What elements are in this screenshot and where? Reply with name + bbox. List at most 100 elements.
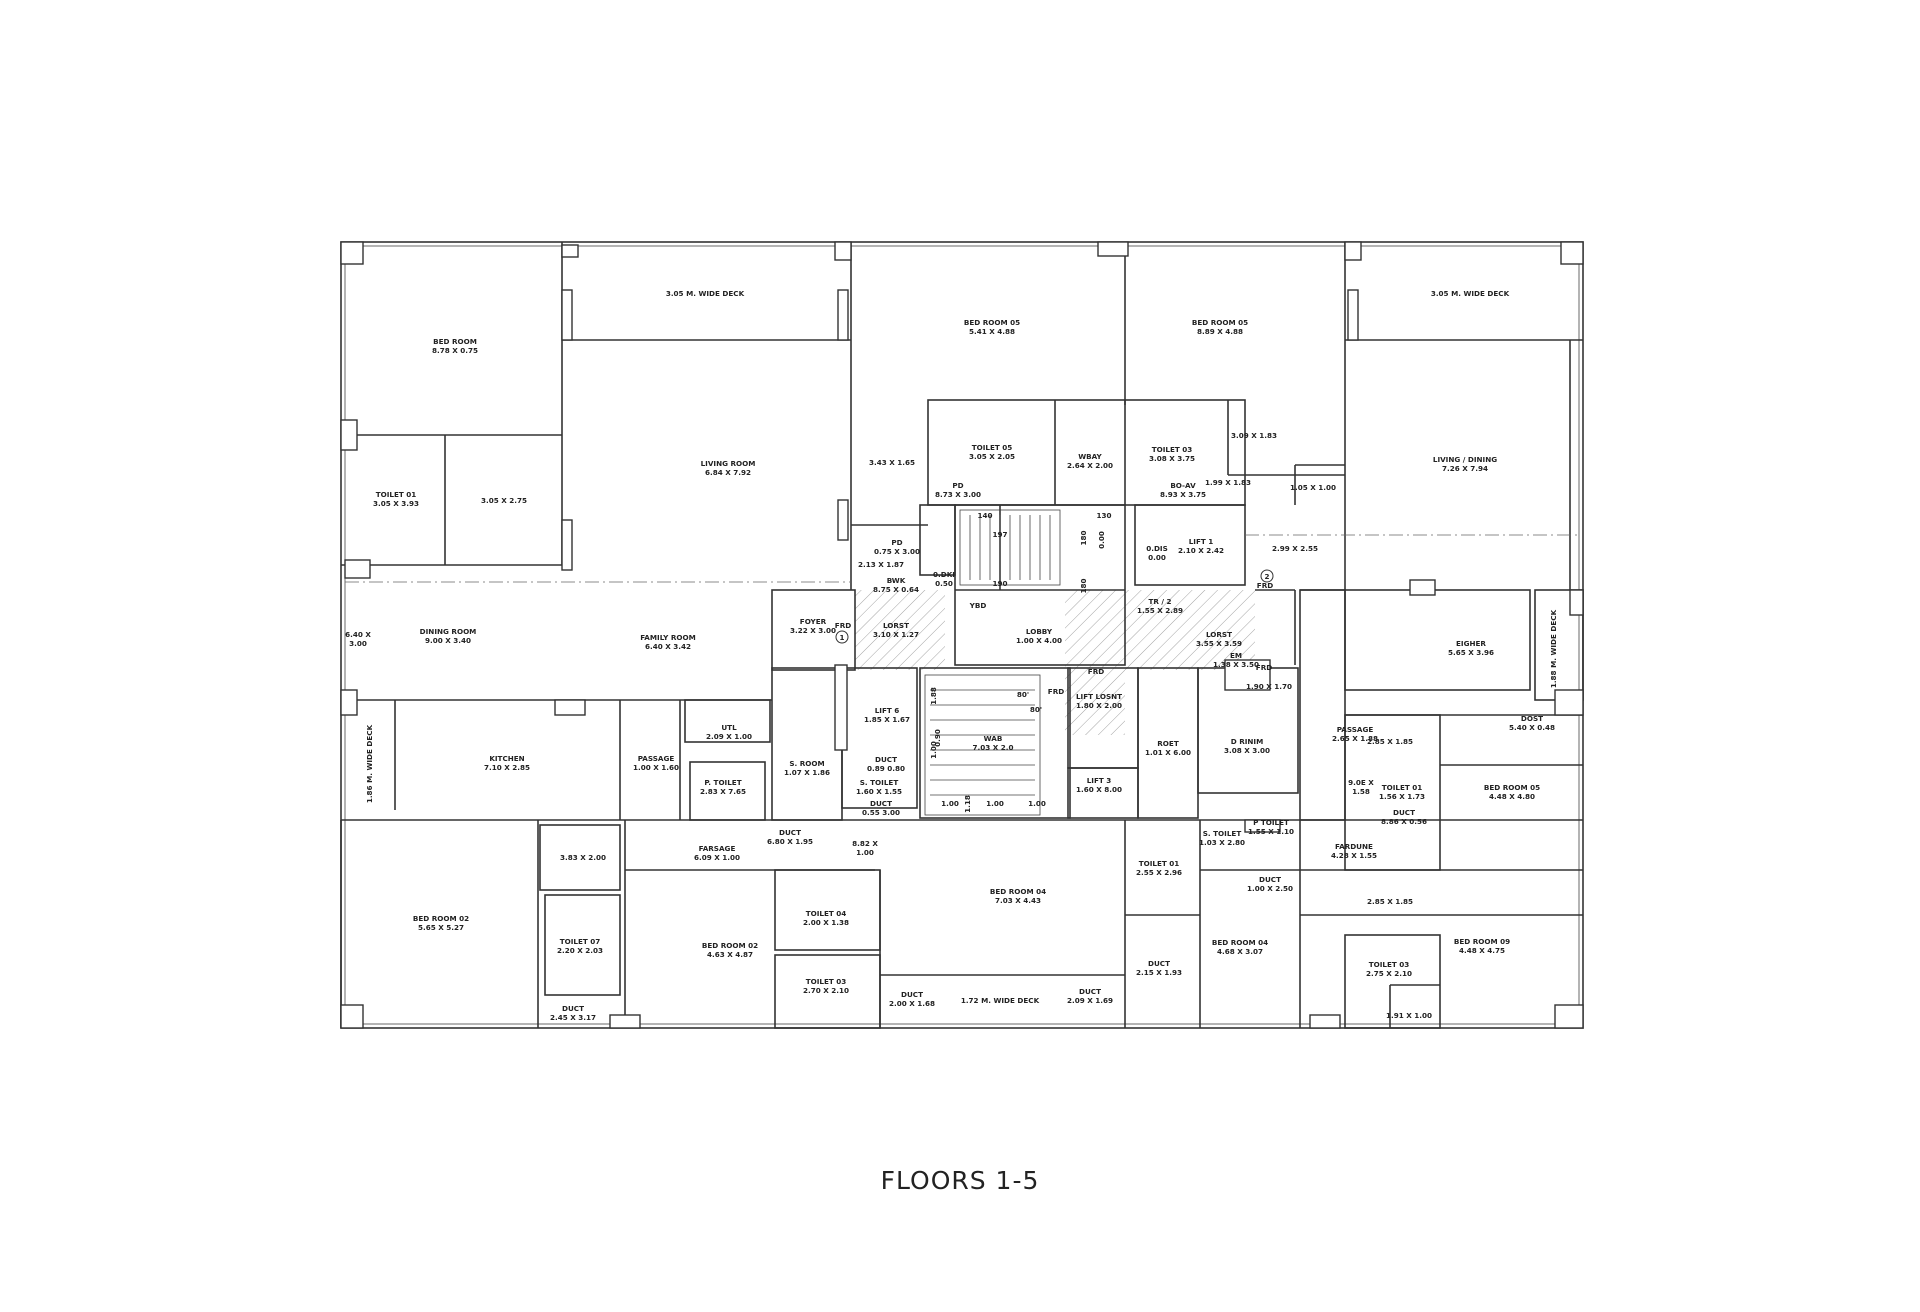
plan-mark: FRD bbox=[1048, 687, 1064, 696]
room-name: KITCHEN bbox=[489, 754, 524, 763]
room-name: BED ROOM 02 bbox=[702, 941, 758, 950]
room-name: WAB bbox=[984, 734, 1003, 743]
plan-mark: 197 bbox=[992, 530, 1007, 539]
room-name: 9.0E X bbox=[1348, 778, 1374, 787]
room-name: 2.85 X 1.85 bbox=[1367, 737, 1413, 746]
room-name: LIFT LOSNT bbox=[1076, 692, 1122, 701]
room-name: TOILET 01 bbox=[376, 490, 417, 499]
room-dimensions: 8.89 X 4.88 bbox=[1197, 327, 1243, 336]
plan-mark: 0.00 bbox=[1097, 531, 1106, 549]
room-dimensions: 2.70 X 2.10 bbox=[803, 986, 849, 995]
room-name: BED ROOM 09 bbox=[1454, 937, 1510, 946]
room-name: BWK bbox=[887, 576, 906, 585]
room-name: BED ROOM 05 bbox=[1192, 318, 1248, 327]
room-name: PD bbox=[891, 538, 902, 547]
outer-walls bbox=[340, 241, 1584, 1029]
room-name: DUCT bbox=[875, 755, 897, 764]
room-name: LORST bbox=[883, 621, 909, 630]
plan-mark: FRD bbox=[1088, 667, 1104, 676]
room-name: BED ROOM 04 bbox=[1212, 938, 1268, 947]
room-dimensions: 1.80 X 2.00 bbox=[1076, 701, 1122, 710]
room-name: UTL bbox=[721, 723, 737, 732]
room-name: DUCT bbox=[1393, 808, 1415, 817]
plan-mark: YBD bbox=[969, 601, 987, 610]
room-name: BO-AV bbox=[1170, 481, 1196, 490]
room-name: TOILET 01 bbox=[1139, 859, 1180, 868]
room-dimensions: 6.09 X 1.00 bbox=[694, 853, 740, 862]
room-name: LIFT 1 bbox=[1189, 537, 1214, 546]
plan-mark: FRD bbox=[1257, 581, 1273, 590]
room-dimensions: 1.00 X 2.50 bbox=[1247, 884, 1293, 893]
room-dimensions: 3.08 X 3.75 bbox=[1149, 454, 1195, 463]
room-dimensions: 8.86 X 0.56 bbox=[1381, 817, 1427, 826]
room-name: DUCT bbox=[1148, 959, 1170, 968]
room-dimensions: 0.75 X 3.00 bbox=[874, 547, 920, 556]
room-name: TOILET 04 bbox=[806, 909, 847, 918]
room-dimensions: 2.55 X 2.96 bbox=[1136, 868, 1182, 877]
room-dimensions: 3.10 X 1.27 bbox=[873, 630, 919, 639]
room-dimensions: 1.85 X 1.67 bbox=[864, 715, 910, 724]
room-dimensions: 6.84 X 7.92 bbox=[705, 468, 751, 477]
room-dimensions: 1.55 X 1.10 bbox=[1248, 827, 1294, 836]
room-name: FARSAGE bbox=[699, 844, 736, 853]
room-name: 3.43 X 1.65 bbox=[869, 458, 915, 467]
plan-mark: 180 bbox=[1079, 578, 1088, 593]
room-name: 3.09 X 1.83 bbox=[1231, 431, 1277, 440]
room-name: BED ROOM 04 bbox=[990, 887, 1046, 896]
plan-mark: 80' bbox=[1017, 690, 1029, 699]
room-name: S. ROOM bbox=[789, 759, 824, 768]
room-name: TOILET 03 bbox=[1152, 445, 1193, 454]
room-dimensions: 1.60 X 1.55 bbox=[856, 787, 902, 796]
room-name: PD bbox=[952, 481, 963, 490]
room-name: 1.91 X 1.00 bbox=[1386, 1011, 1432, 1020]
room-dimensions: 5.65 X 3.96 bbox=[1448, 648, 1494, 657]
plan-mark: FRD bbox=[835, 621, 851, 630]
interior-walls bbox=[340, 242, 1584, 1029]
room-dimensions: 2.00 X 1.68 bbox=[889, 999, 935, 1008]
room-dimensions: 0.50 bbox=[935, 579, 953, 588]
room-dimensions: 5.65 X 5.27 bbox=[418, 923, 464, 932]
room-dimensions: 1.38 X 3.50 bbox=[1213, 660, 1259, 669]
room-dimensions: 8.75 X 0.64 bbox=[873, 585, 919, 594]
room-name: TOILET 03 bbox=[1369, 960, 1410, 969]
room-dimensions: 1.00 X 4.00 bbox=[1016, 636, 1062, 645]
room-name: LIVING / DINING bbox=[1433, 455, 1497, 464]
room-name: TR / 2 bbox=[1148, 597, 1171, 606]
room-name: 6.40 X bbox=[345, 630, 371, 639]
plan-mark: 1.00 bbox=[941, 799, 959, 808]
room-name: 1.90 X 1.70 bbox=[1246, 682, 1292, 691]
room-dimensions: 4.63 X 4.87 bbox=[707, 950, 753, 959]
room-name: 3.83 X 2.00 bbox=[560, 853, 606, 862]
room-name: DUCT bbox=[870, 799, 892, 808]
room-name: 2.85 X 1.85 bbox=[1367, 897, 1413, 906]
room-dimensions: 2.09 X 1.69 bbox=[1067, 996, 1113, 1005]
room-name: DINING ROOM bbox=[420, 627, 477, 636]
room-dimensions: 7.03 X 4.43 bbox=[995, 896, 1041, 905]
room-dimensions: 4.48 X 4.80 bbox=[1489, 792, 1535, 801]
room-dimensions: 7.10 X 2.85 bbox=[484, 763, 530, 772]
section-line bbox=[345, 534, 1579, 583]
room-name: DUCT bbox=[562, 1004, 584, 1013]
room-name: LIFT 3 bbox=[1087, 776, 1112, 785]
room-dimensions: 2.45 X 3.17 bbox=[550, 1013, 596, 1022]
room-dimensions: 2.09 X 1.00 bbox=[706, 732, 752, 741]
room-dimensions: 2.20 X 2.03 bbox=[557, 946, 603, 955]
room-name: PASSAGE bbox=[638, 754, 675, 763]
room-name: 1.05 X 1.00 bbox=[1290, 483, 1336, 492]
room-name: 3.05 M. WIDE DECK bbox=[666, 289, 745, 298]
room-dimensions: 5.40 X 0.48 bbox=[1509, 723, 1555, 732]
room-dimensions: 1.58 bbox=[1352, 787, 1370, 796]
room-dimensions: 5.41 X 4.88 bbox=[969, 327, 1015, 336]
room-name: TOILET 03 bbox=[806, 977, 847, 986]
plan-mark: 190 bbox=[992, 579, 1007, 588]
room-name: BED ROOM bbox=[433, 337, 477, 346]
room-name: WBAY bbox=[1078, 452, 1102, 461]
room-name: 2.13 X 1.87 bbox=[858, 560, 904, 569]
room-dimensions: 4.28 X 1.55 bbox=[1331, 851, 1377, 860]
room-dimensions: 0.55 3.00 bbox=[862, 808, 900, 817]
plan-mark: FRD bbox=[1256, 663, 1272, 672]
room-name: 2.99 X 2.55 bbox=[1272, 544, 1318, 553]
structural-columns bbox=[340, 241, 1584, 1029]
room-name: 1.86 M. WIDE DECK bbox=[365, 724, 374, 803]
room-dimensions: 1.60 X 8.00 bbox=[1076, 785, 1122, 794]
